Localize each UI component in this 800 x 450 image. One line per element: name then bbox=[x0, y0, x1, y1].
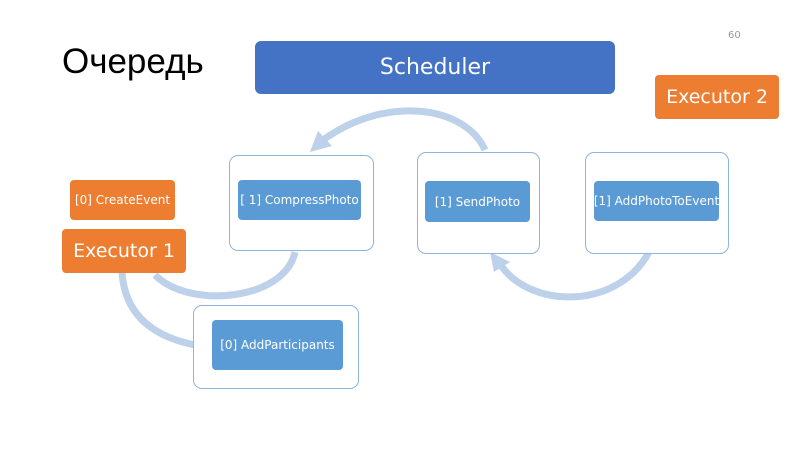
arrow-scheduler-to-compress bbox=[320, 107, 489, 152]
page-number: 60 bbox=[728, 30, 741, 41]
task-add-participants: [0] AddParticipants bbox=[212, 320, 343, 370]
arrowhead-sendphoto bbox=[490, 252, 510, 272]
executor-1-box: Executor 1 bbox=[62, 229, 186, 273]
arrow-addphoto-to-sendphoto bbox=[497, 248, 654, 301]
arrow-executor1-to-addparticipants bbox=[118, 271, 196, 349]
slide-title: Очередь bbox=[62, 42, 204, 81]
executor-2-box: Executor 2 bbox=[655, 75, 779, 119]
arrowhead-compress bbox=[310, 131, 332, 152]
task-add-photo-to-event: [1] AddPhotoToEvent bbox=[594, 181, 719, 221]
task-compress-photo: [ 1] CompressPhoto bbox=[238, 180, 361, 220]
task-send-photo: [1] SendPhoto bbox=[425, 181, 530, 222]
scheduler-box: Scheduler bbox=[255, 41, 615, 94]
task-create-event: [0] CreateEvent bbox=[70, 180, 175, 220]
arrow-compress-to-executor1 bbox=[152, 250, 299, 300]
